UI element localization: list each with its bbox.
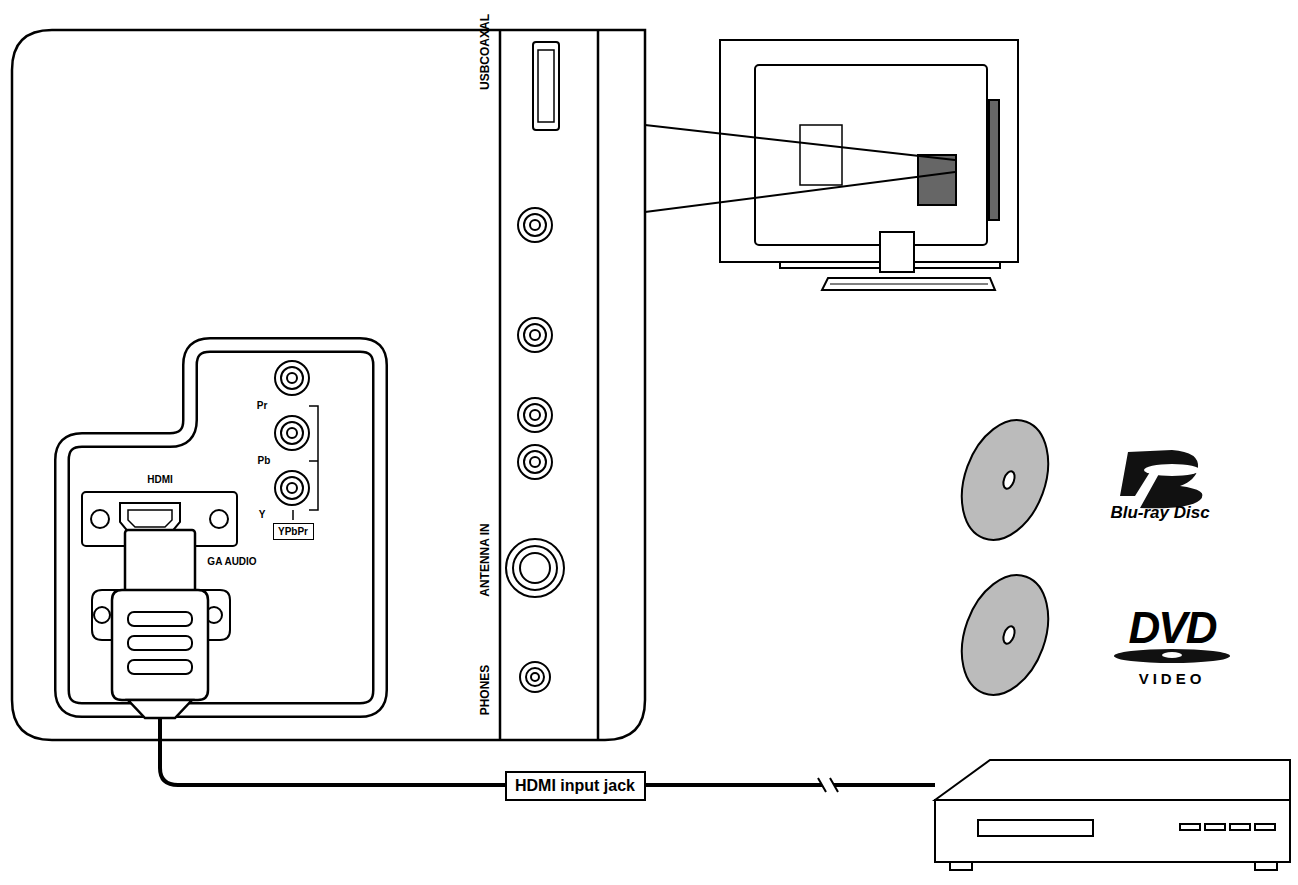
signal-group-box: YPbPr bbox=[273, 523, 314, 540]
port-label: PHONES bbox=[479, 665, 492, 716]
signal-label: Y bbox=[259, 509, 266, 520]
logo-text: VIDEO bbox=[1139, 671, 1206, 688]
box-text: HDMI input jack bbox=[515, 777, 635, 795]
sub-panel bbox=[62, 345, 380, 710]
port-label: HDMI bbox=[147, 474, 173, 485]
signal-label: Pr bbox=[257, 400, 268, 411]
component-jacks bbox=[275, 361, 318, 520]
usb-port bbox=[533, 42, 559, 130]
zoom-lines bbox=[645, 125, 955, 212]
box-text: YPbPr bbox=[278, 526, 308, 537]
tv-rear-view bbox=[720, 40, 1018, 290]
callout-box: HDMI input jack bbox=[505, 771, 646, 801]
logo-text: Blu-ray Disc bbox=[1110, 504, 1209, 523]
side-jacks bbox=[506, 208, 564, 692]
logo-text: DVD bbox=[1129, 604, 1216, 652]
hdmi-cable bbox=[112, 530, 935, 792]
discs bbox=[946, 408, 1064, 707]
bluray-logo bbox=[1120, 450, 1203, 508]
rear-panel bbox=[12, 30, 645, 740]
port-label: USBCOAXAL bbox=[479, 14, 492, 90]
disc-player bbox=[935, 760, 1290, 870]
port-label: ANTENNA IN bbox=[479, 523, 492, 597]
port-label: GA AUDIO bbox=[207, 556, 256, 567]
signal-label: Pb bbox=[258, 455, 271, 466]
